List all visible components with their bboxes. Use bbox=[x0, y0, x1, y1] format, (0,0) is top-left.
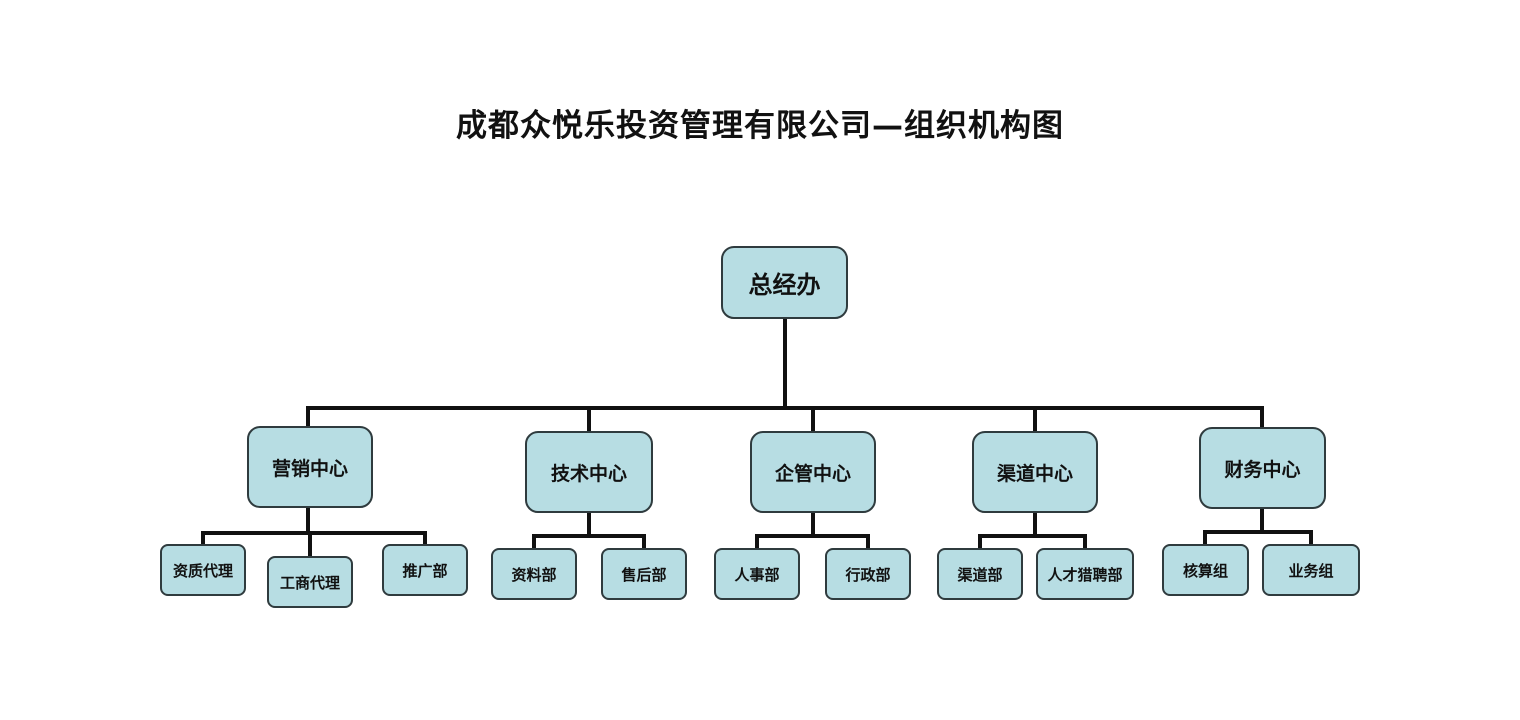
node-root: 总经办 bbox=[721, 246, 848, 319]
chart-title: 成都众悦乐投资管理有限公司—组织机构图 bbox=[456, 108, 1064, 144]
node-leaf-documents: 资料部 bbox=[491, 548, 577, 600]
node-leaf-business-group: 业务组 bbox=[1262, 544, 1360, 596]
node-leaf-accounting: 核算组 bbox=[1162, 544, 1249, 596]
node-center-channel: 渠道中心 bbox=[972, 431, 1098, 513]
node-center-management: 企管中心 bbox=[750, 431, 876, 513]
node-leaf-administration: 行政部 bbox=[825, 548, 911, 600]
node-center-technology: 技术中心 bbox=[525, 431, 653, 513]
node-leaf-headhunting: 人才猎聘部 bbox=[1036, 548, 1134, 600]
node-leaf-hr: 人事部 bbox=[714, 548, 800, 600]
node-center-marketing: 营销中心 bbox=[247, 426, 373, 508]
node-leaf-after-sales: 售后部 bbox=[601, 548, 687, 600]
node-leaf-qualification-agency: 资质代理 bbox=[160, 544, 246, 596]
node-leaf-promotion: 推广部 bbox=[382, 544, 468, 596]
node-center-finance: 财务中心 bbox=[1199, 427, 1326, 509]
node-leaf-channel-dept: 渠道部 bbox=[937, 548, 1023, 600]
node-leaf-business-registration: 工商代理 bbox=[267, 556, 353, 608]
